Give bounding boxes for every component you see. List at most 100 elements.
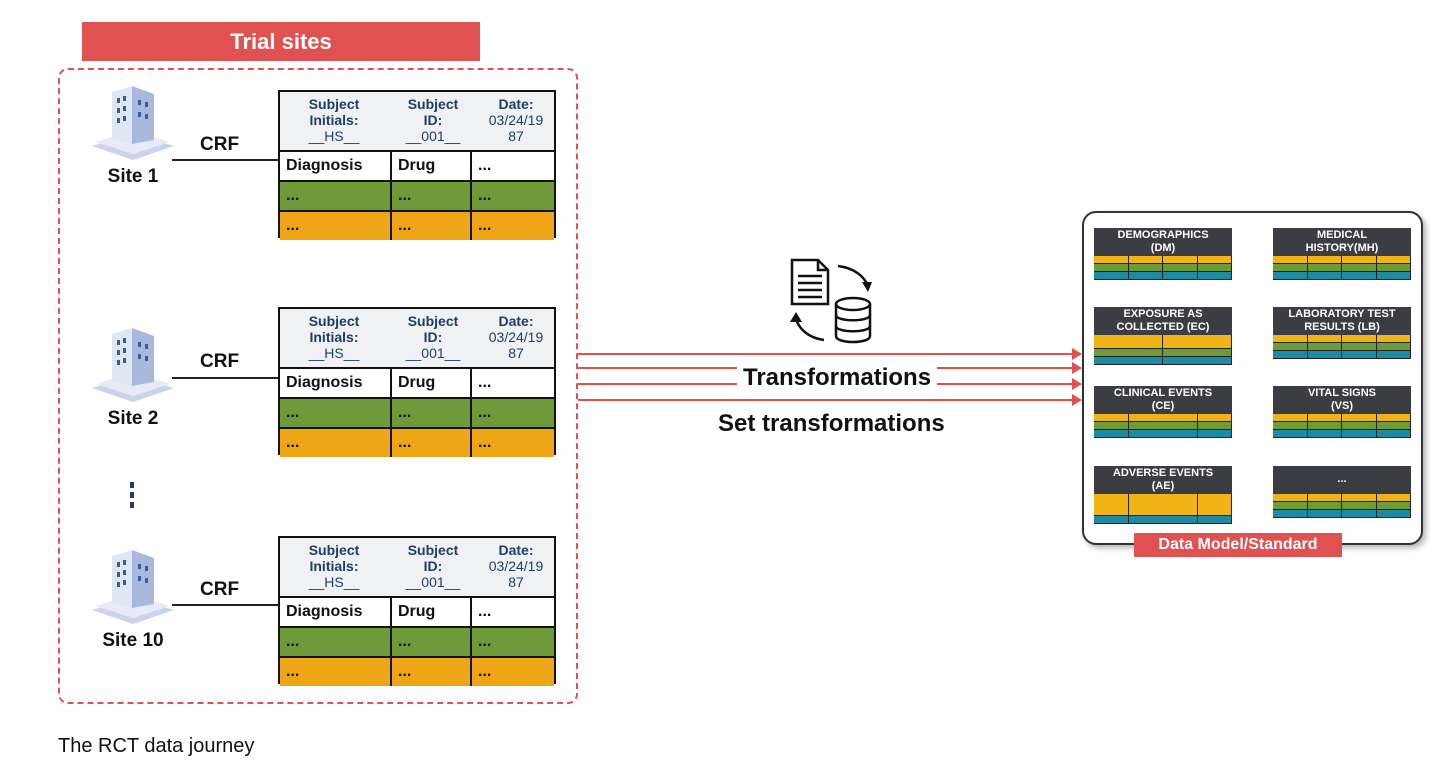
vertical-ellipsis-icon	[128, 482, 136, 512]
cell: ...	[478, 434, 492, 451]
cell: ...	[478, 404, 492, 421]
header-value: __001__	[405, 128, 461, 144]
header-text: Subject	[308, 542, 360, 558]
domain-ae: ADVERSE EVENTS(AE)	[1094, 466, 1232, 524]
domain-title: DEMOGRAPHICS(DM)	[1094, 228, 1232, 256]
site-10: Site 10	[88, 548, 178, 652]
header-text: Initials:	[309, 329, 359, 345]
header-text: ID:	[423, 558, 443, 574]
more-column: ...	[478, 157, 492, 174]
domain-title: ...	[1273, 466, 1411, 494]
site-label: Site 2	[107, 408, 159, 429]
cell: ...	[392, 429, 472, 457]
header-text: ID:	[423, 329, 443, 345]
figure-caption: The RCT data journey	[58, 735, 255, 757]
trial-sites-container	[58, 68, 578, 704]
header-text: Date:	[498, 313, 534, 329]
drug-column: Drug	[392, 598, 472, 626]
diagnosis-column: Diagnosis	[280, 152, 392, 180]
building-icon	[92, 86, 174, 160]
cell: ...	[392, 182, 472, 210]
arrow-head-icon	[1072, 394, 1082, 406]
header-text: Subject	[407, 313, 459, 329]
trial-sites-banner: Trial sites	[82, 22, 480, 61]
header-value: __001__	[405, 574, 461, 590]
column-header-row: Diagnosis Drug ...	[280, 598, 554, 628]
data-row: .........	[280, 628, 554, 658]
header-value: __HS__	[308, 345, 360, 361]
cell: ...	[280, 658, 392, 686]
data-row: .........	[280, 429, 554, 457]
document-to-database-icon	[790, 258, 872, 344]
cell: ...	[478, 663, 492, 680]
header-text: Date:	[498, 542, 534, 558]
transformations-label: Transformations	[737, 364, 938, 392]
cell: ...	[280, 429, 392, 457]
domain-ce: CLINICAL EVENTS(CE)	[1094, 386, 1232, 438]
header-value: 87	[508, 128, 524, 144]
site-2: Site 2	[88, 326, 178, 430]
crf-label: CRF	[200, 134, 240, 155]
set-transformations-label: Set transformations	[718, 410, 945, 437]
drug-column: Drug	[392, 369, 472, 397]
diagnosis-column: Diagnosis	[280, 598, 392, 626]
header-text: Initials:	[309, 558, 359, 574]
header-text: Subject	[407, 542, 459, 558]
data-row: .........	[280, 658, 554, 686]
arrow-head-icon	[1072, 378, 1082, 390]
data-row: .........	[280, 182, 554, 212]
connector-line	[172, 159, 278, 161]
arrow-head-icon	[1072, 362, 1082, 374]
column-header-row: Diagnosis Drug ...	[280, 369, 554, 399]
header-value: __HS__	[308, 128, 360, 144]
cell: ...	[280, 212, 392, 240]
column-header-row: Diagnosis Drug ...	[280, 152, 554, 182]
data-model-label: Data Model/Standard	[1134, 533, 1342, 557]
site-label: Site 10	[102, 630, 164, 651]
cell: ...	[280, 628, 392, 656]
more-column: ...	[478, 603, 492, 620]
header-text: Subject	[308, 96, 360, 112]
header-value: 87	[508, 345, 524, 361]
arrow-line	[578, 353, 1072, 355]
more-column: ...	[478, 374, 492, 391]
header-value: 03/24/19	[488, 558, 544, 574]
header-text: Date:	[498, 96, 534, 112]
drug-column: Drug	[392, 152, 472, 180]
cell: ...	[478, 217, 492, 234]
crf-label: CRF	[200, 579, 240, 600]
data-row: .........	[280, 399, 554, 429]
header-value: 03/24/19	[488, 112, 544, 128]
header-text: Subject	[407, 96, 459, 112]
building-icon	[92, 550, 174, 624]
data-row: .........	[280, 212, 554, 240]
site-label: Site 1	[107, 166, 159, 187]
domain-vs: VITAL SIGNS(VS)	[1273, 386, 1411, 438]
domain-title: VITAL SIGNS(VS)	[1273, 386, 1411, 414]
building-icon	[92, 328, 174, 402]
arrow-line	[578, 399, 1072, 401]
header-text: Initials:	[309, 112, 359, 128]
header-value: __001__	[405, 345, 461, 361]
domain-title: CLINICAL EVENTS(CE)	[1094, 386, 1232, 414]
connector-line	[172, 604, 278, 606]
cell: ...	[280, 399, 392, 427]
header-text: Subject	[308, 313, 360, 329]
